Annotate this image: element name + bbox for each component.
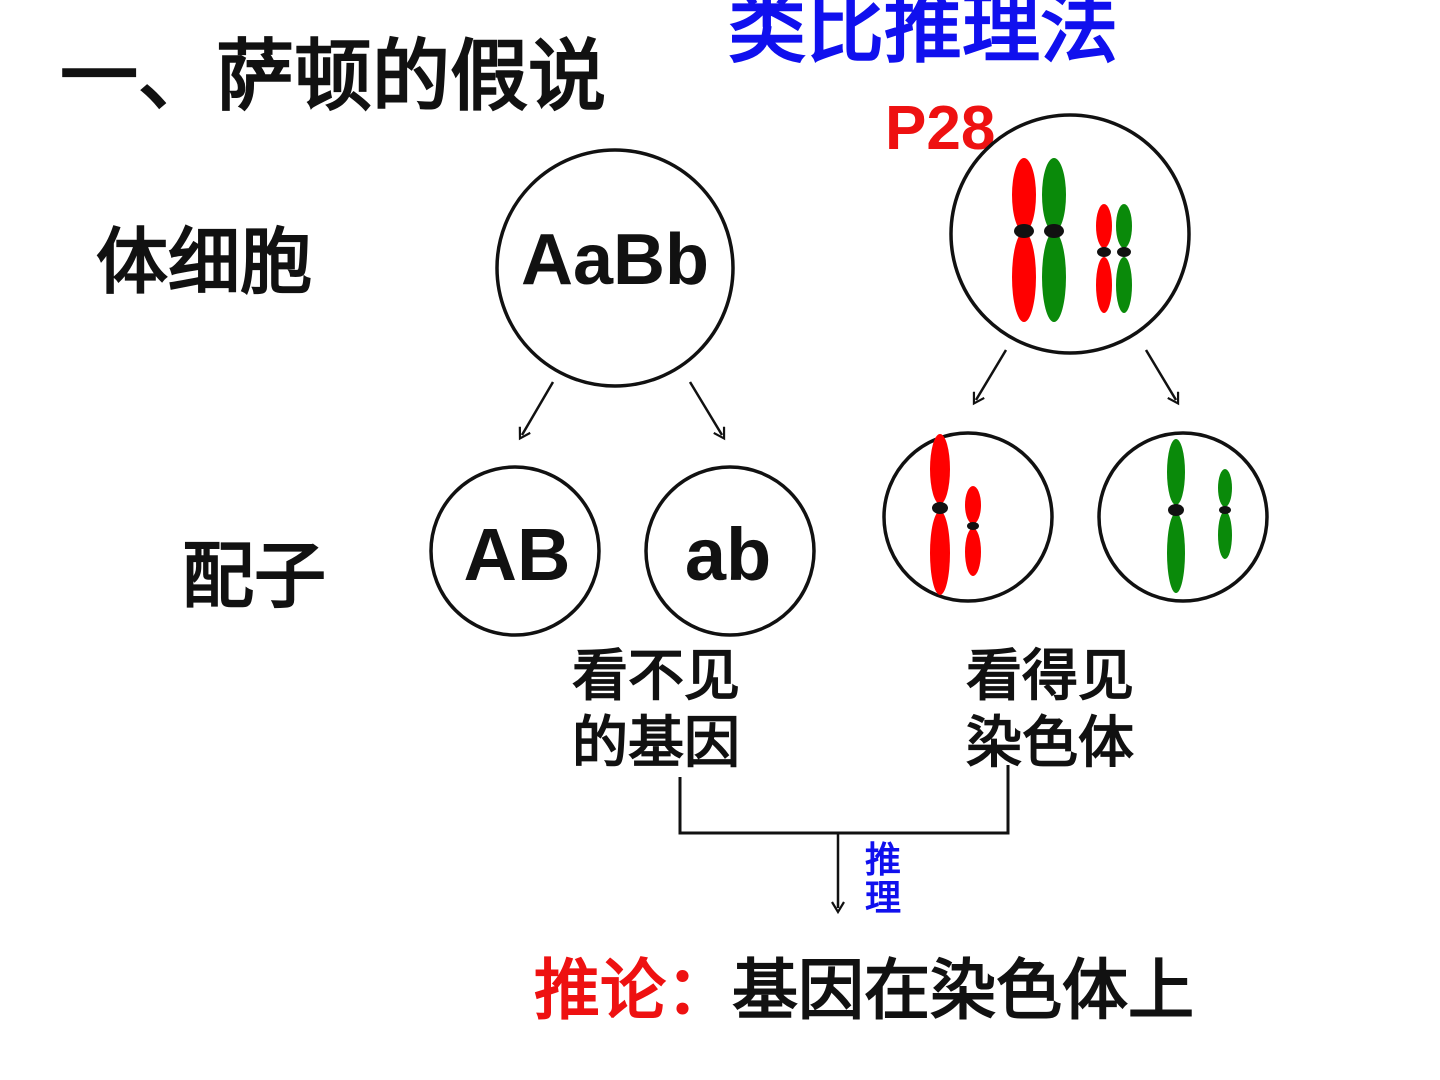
green-chromosome-small (1218, 469, 1232, 559)
chromosome-green-small (1116, 204, 1132, 313)
gamete-cell-ab-upper (429, 465, 601, 637)
somatic-cell-label: 体细胞 (96, 220, 313, 304)
gamete-cell-ab-lower (644, 465, 816, 637)
chromosome-red-large (1012, 158, 1036, 322)
gamete-genotype-1: AB (464, 513, 571, 596)
gamete-genotype-2: ab (685, 513, 771, 596)
red-chromosome-cell (882, 431, 1054, 603)
visible-chromosomes-caption: 看得见染色体 (966, 644, 1134, 777)
chromosome-red-small (1096, 204, 1112, 313)
conclusion: 推论：基因在染色体上 (534, 958, 1194, 1024)
inference-bracket (678, 765, 1010, 835)
invisible-genes-caption: 看不见的基因 (572, 644, 740, 777)
arrow-to-gamete-1 (518, 381, 555, 441)
inference-label: 推理 (865, 840, 902, 919)
green-chromosome-cell (1097, 431, 1269, 603)
red-chromosome-large (930, 434, 950, 595)
slide-title: 一、萨顿的假说 (60, 32, 607, 122)
conclusion-prefix: 推论： (534, 952, 732, 1029)
page-reference: P28 (885, 94, 996, 163)
conclusion-body: 基因在染色体上 (732, 952, 1194, 1029)
arrow-to-red-cell (972, 349, 1008, 406)
somatic-cell-circle (495, 148, 735, 388)
chromosome-green-large (1042, 158, 1066, 322)
green-chromosome-large (1167, 439, 1185, 593)
chromosome-parent-cell (949, 113, 1191, 355)
parent-genotype: AaBb (521, 220, 709, 300)
method-heading: 类比推理法 (728, 0, 1119, 74)
arrow-to-green-cell (1144, 349, 1180, 406)
red-chromosome-small (965, 486, 981, 576)
arrow-to-gamete-2 (688, 381, 726, 441)
gamete-label: 配子 (182, 534, 327, 618)
